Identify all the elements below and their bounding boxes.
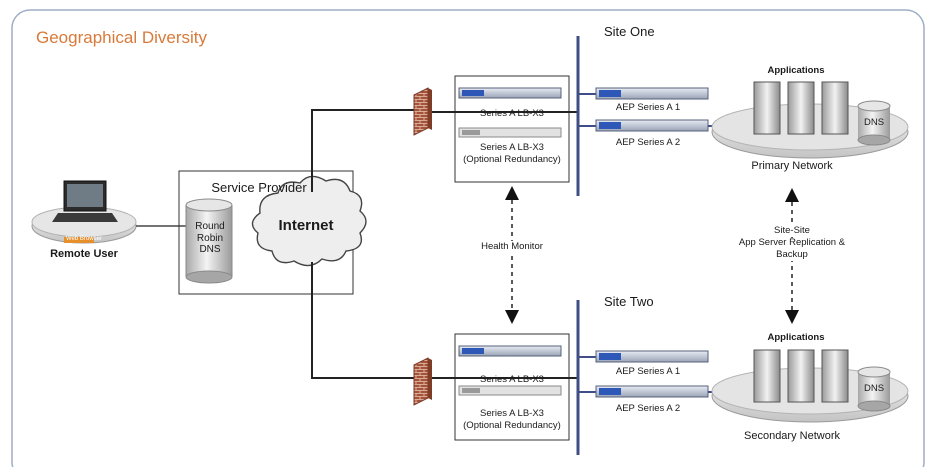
replication-label-line2: App Server Replication & — [738, 237, 846, 249]
site-two-lb-box — [454, 333, 570, 441]
secondary-dns-label: DNS — [863, 383, 885, 394]
site-one-lb-redundancy-label: (Optional Redundancy) — [463, 154, 561, 165]
service-provider-label: Service Provider — [211, 180, 307, 195]
site-two-label: Site Two — [604, 294, 654, 309]
primary-network-label: Primary Network — [751, 160, 833, 172]
site-one-label: Site One — [604, 24, 655, 39]
replication-label-line1: Site-Site — [774, 225, 810, 237]
site-one-lb-primary-device — [458, 87, 562, 99]
site-two-aep-2-label: AEP Series A 2 — [615, 403, 681, 414]
replication-label-line3: Backup — [776, 249, 808, 261]
site-one-aep-2-device — [595, 119, 709, 132]
site-two-aep-2-device — [595, 385, 709, 398]
diagram-frame — [11, 9, 925, 467]
primary-dns-label: DNS — [863, 117, 885, 128]
internet-cloud — [251, 175, 367, 267]
remote-user-label: Remote User — [50, 248, 118, 260]
link-internet-site-one — [311, 109, 420, 192]
site-two-lb-primary-label: Series A LB-X3 — [480, 374, 544, 385]
web-browser-label: Web Browser — [66, 236, 102, 242]
site-one-lb-primary-label: Series A LB-X3 — [480, 108, 544, 119]
site-one-lb-box — [454, 75, 570, 183]
remote-user-node — [31, 180, 137, 244]
primary-applications-label: Applications — [767, 65, 825, 76]
site-one-lb-secondary-device — [458, 127, 562, 138]
secondary-network-label: Secondary Network — [744, 430, 840, 442]
firewall-site-one — [413, 87, 432, 136]
primary-network-platform — [711, 81, 909, 159]
site-two-lb-secondary-device — [458, 385, 562, 396]
site-one-aep-1-label: AEP Series A 1 — [615, 102, 681, 113]
site-one-aep-1-device — [595, 87, 709, 100]
site-one-lb-secondary-label: Series A LB-X3 — [480, 142, 544, 153]
link-internet-site-two — [311, 262, 420, 379]
round-robin-dns-label: Round Robin DNS — [195, 221, 225, 255]
secondary-applications-label: Applications — [767, 332, 825, 343]
site-two-lb-primary-device — [458, 345, 562, 357]
site-two-aep-1-label: AEP Series A 1 — [615, 366, 681, 377]
site-two-aep-1-device — [595, 350, 709, 363]
secondary-network-platform — [711, 349, 909, 423]
site-one-aep-2-label: AEP Series A 2 — [615, 137, 681, 148]
health-monitor-arrow — [505, 186, 519, 324]
site-two-lb-secondary-label: Series A LB-X3 — [480, 408, 544, 419]
replication-arrow — [785, 188, 799, 324]
round-robin-dns-cylinder — [185, 198, 233, 284]
diagram-title: Geographical Diversity — [36, 28, 208, 47]
firewall-site-two — [413, 357, 432, 406]
health-monitor-label: Health Monitor — [479, 241, 545, 254]
internet-label: Internet — [278, 217, 334, 234]
site-two-lb-redundancy-label: (Optional Redundancy) — [463, 420, 561, 431]
